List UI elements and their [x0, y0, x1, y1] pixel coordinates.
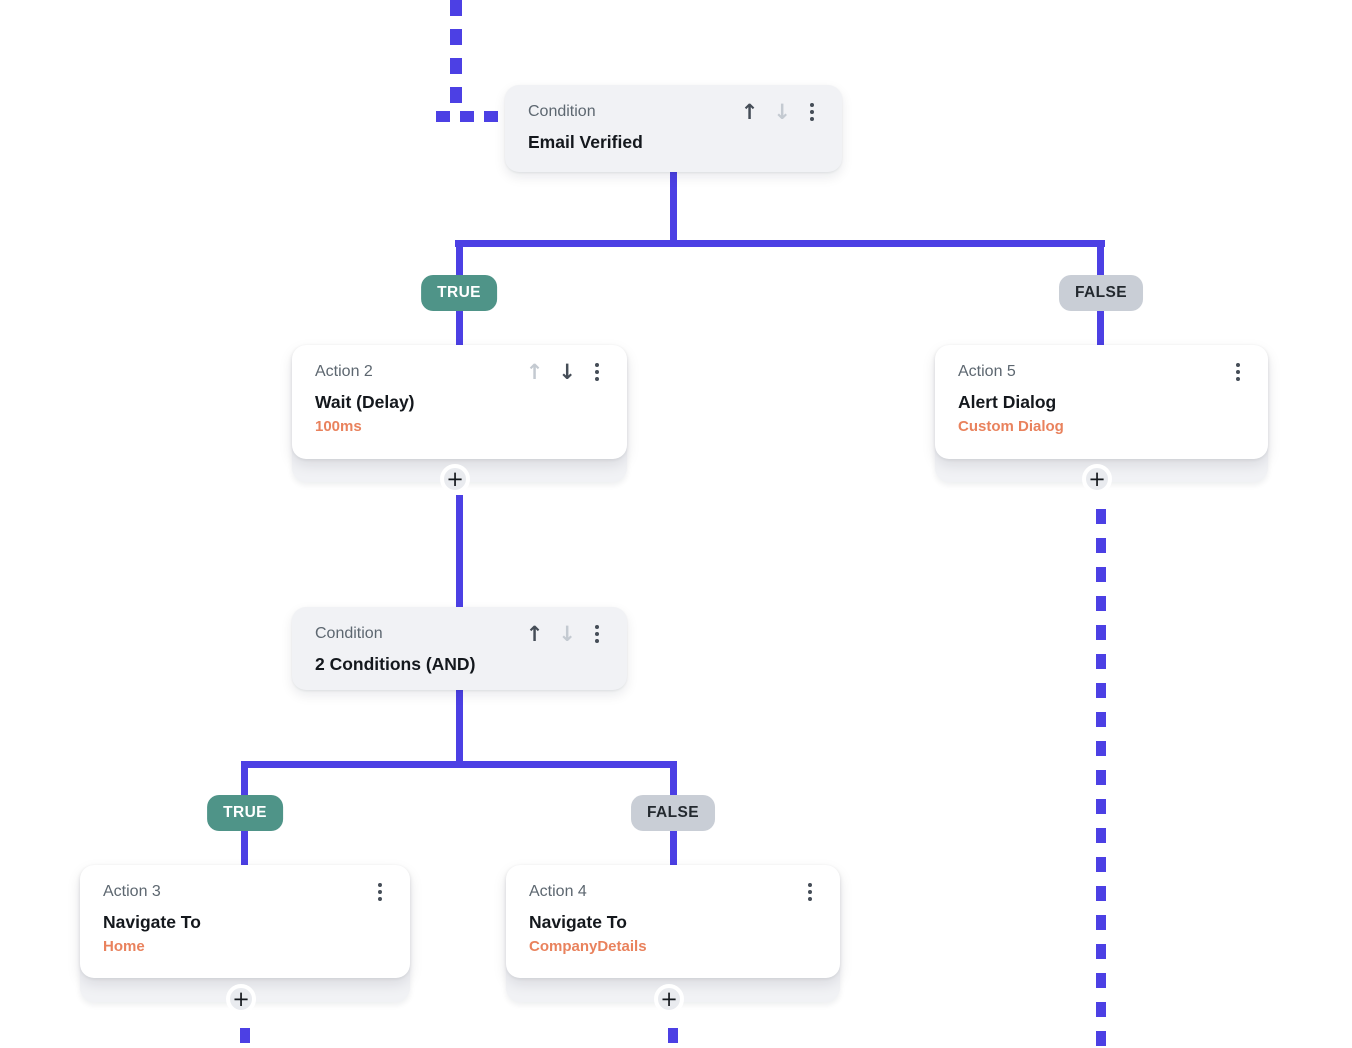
node-type-label: Condition	[528, 103, 596, 120]
add-step-button[interactable]: +	[1082, 464, 1112, 494]
node-type-label: Action 3	[103, 883, 161, 900]
connector-line	[456, 689, 463, 765]
move-down-icon[interactable]: ↓	[773, 99, 791, 124]
node-type-label: Action 4	[529, 883, 587, 900]
connector-line	[456, 495, 463, 608]
add-step-button[interactable]: +	[440, 464, 470, 494]
node-action-3-navigate-home[interactable]: Action 3 Navigate To Home	[80, 865, 410, 978]
true-badge: TRUE	[421, 275, 497, 311]
node-title: Alert Dialog	[958, 392, 1057, 412]
connector-line	[670, 170, 677, 247]
kebab-menu-icon[interactable]	[806, 101, 818, 123]
node-title: Navigate To	[103, 912, 201, 932]
connector-dashed-incoming-horizontal	[436, 111, 506, 122]
false-badge: FALSE	[631, 795, 715, 831]
node-type-label: Action 5	[958, 363, 1016, 380]
node-title: Navigate To	[529, 912, 627, 932]
node-value: 100ms	[315, 418, 362, 435]
node-value: CompanyDetails	[529, 938, 647, 955]
connector-dash-stub	[240, 1028, 250, 1043]
kebab-menu-icon[interactable]	[1232, 361, 1244, 383]
node-action-5-alert-dialog[interactable]: Action 5 Alert Dialog Custom Dialog	[935, 345, 1268, 459]
move-down-icon[interactable]: ↓	[558, 359, 576, 384]
add-step-button[interactable]: +	[654, 984, 684, 1014]
node-type-label: Condition	[315, 625, 383, 642]
move-down-icon[interactable]: ↓	[558, 621, 576, 646]
true-badge: TRUE	[207, 795, 283, 831]
move-up-icon[interactable]: ↑	[525, 359, 544, 384]
move-up-icon[interactable]: ↑	[525, 621, 544, 646]
node-condition-2-conditions-and[interactable]: Condition ↑ ↓ 2 Conditions (AND)	[292, 607, 627, 690]
kebab-menu-icon[interactable]	[804, 881, 816, 903]
kebab-menu-icon[interactable]	[591, 361, 603, 383]
kebab-menu-icon[interactable]	[374, 881, 386, 903]
node-value: Home	[103, 938, 145, 955]
connector-dashed-outgoing-vertical	[1096, 509, 1106, 1048]
add-step-button[interactable]: +	[226, 984, 256, 1014]
node-title: Wait (Delay)	[315, 392, 415, 412]
false-badge: FALSE	[1059, 275, 1143, 311]
connector-branch-line	[455, 240, 1105, 247]
node-type-label: Action 2	[315, 363, 373, 380]
connector-dash-stub	[668, 1028, 678, 1043]
node-title: 2 Conditions (AND)	[315, 654, 476, 674]
node-action-2-wait-delay[interactable]: Action 2 ↑ ↓ Wait (Delay) 100ms	[292, 345, 627, 459]
node-title: Email Verified	[528, 132, 643, 152]
kebab-menu-icon[interactable]	[591, 623, 603, 645]
node-action-4-navigate-companydetails[interactable]: Action 4 Navigate To CompanyDetails	[506, 865, 840, 978]
node-condition-email-verified[interactable]: Condition ↑ ↓ Email Verified	[505, 85, 842, 172]
connector-dashed-incoming-vertical	[450, 0, 462, 113]
node-value: Custom Dialog	[958, 418, 1064, 435]
move-up-icon[interactable]: ↑	[740, 99, 759, 124]
connector-branch-line	[241, 761, 677, 768]
